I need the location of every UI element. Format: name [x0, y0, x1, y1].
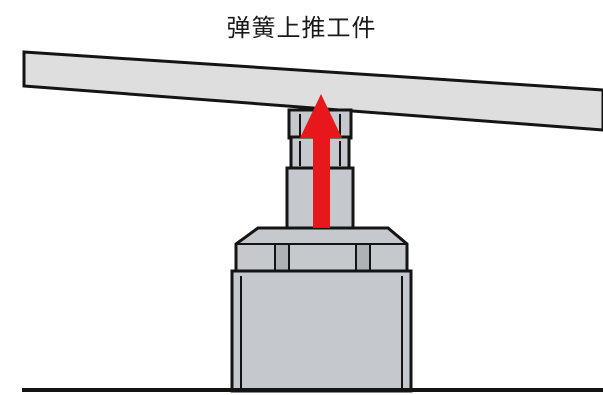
hex-nut — [234, 226, 409, 274]
diagram-title: 弹簧上推工件 — [226, 14, 377, 42]
housing-body — [230, 269, 413, 393]
up-arrow-icon — [300, 94, 342, 228]
workpiece — [22, 50, 603, 132]
